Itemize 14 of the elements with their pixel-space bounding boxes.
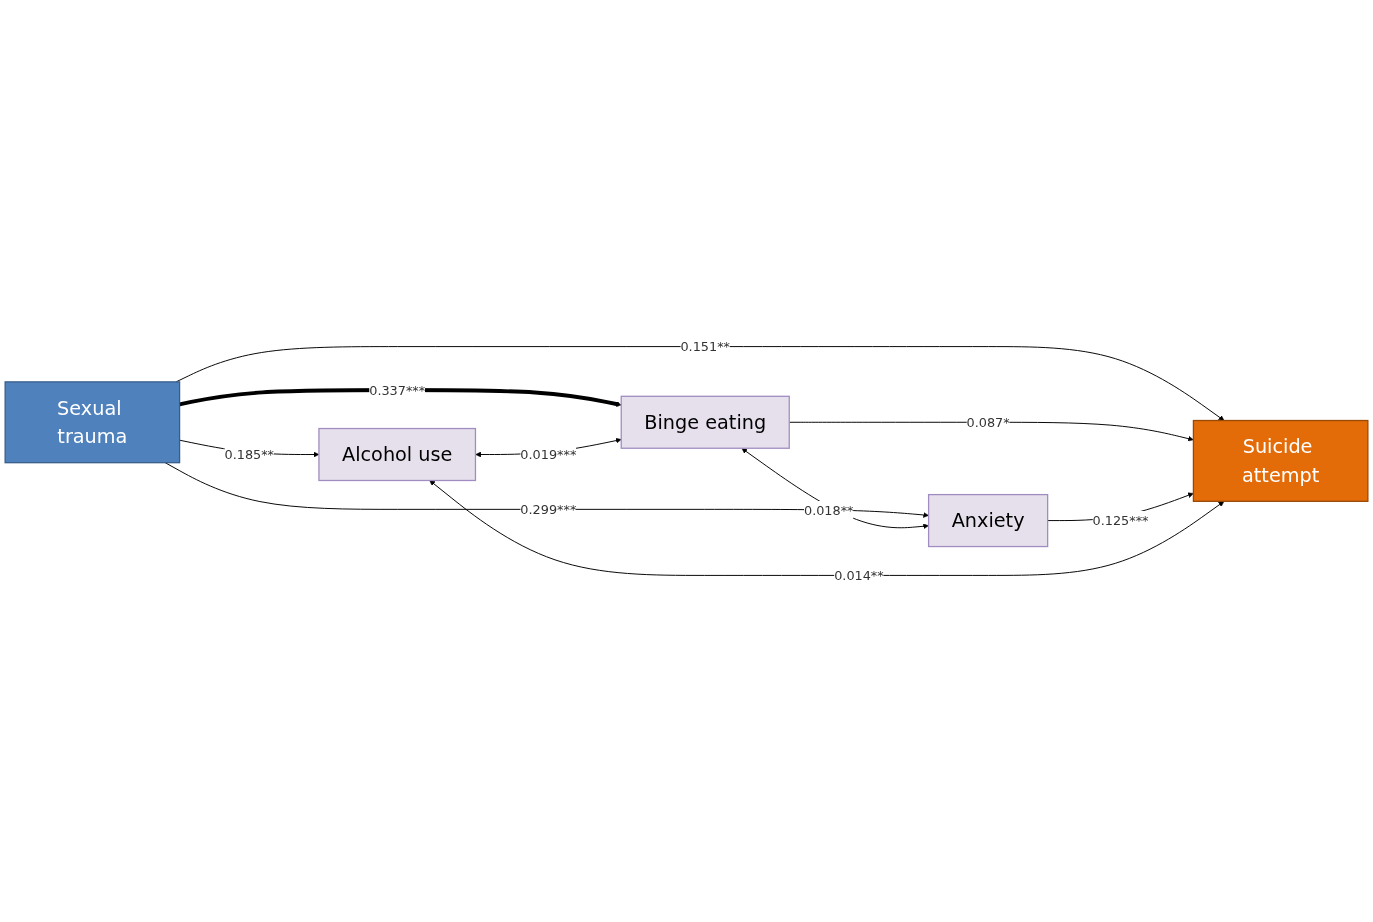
edge-label: 0.087* (966, 414, 1010, 430)
node-box: Alcohol use (318, 427, 477, 482)
edge-label: 0.125*** (1092, 512, 1149, 529)
edge-label: 0.185** (224, 446, 275, 463)
edge-label: 0.337*** (369, 382, 426, 398)
edge-label: 0.019*** (520, 446, 577, 463)
node-box: Suicide attempt (1192, 419, 1369, 502)
node-box: Binge eating (620, 395, 790, 449)
node-box: Anxiety (927, 493, 1049, 548)
edge-label: 0.014** (834, 567, 884, 584)
edge-label: 0.151** (680, 338, 731, 355)
edge-label: 0.018** (803, 502, 854, 519)
node-box: Sexual trauma (4, 381, 181, 464)
edge-label: 0.299*** (520, 501, 577, 518)
